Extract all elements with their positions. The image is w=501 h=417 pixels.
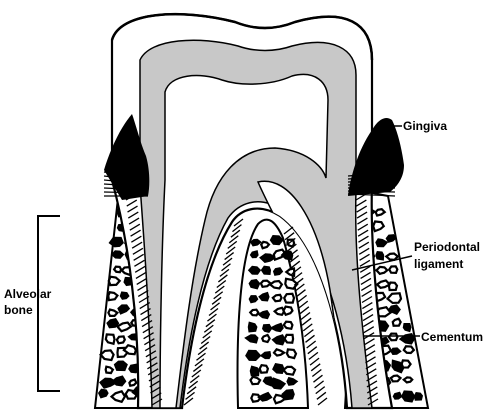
periodontal-label-line1: Periodontal	[414, 240, 480, 254]
periodontal-label-line2: ligament	[414, 257, 463, 271]
alveolar-label-line2: bone	[4, 303, 33, 317]
alveolar-bracket	[38, 216, 60, 391]
cementum-label: Cementum	[421, 330, 483, 344]
gingiva-label: Gingiva	[403, 119, 447, 133]
alveolar-label-line1: Alveolar	[4, 287, 52, 301]
